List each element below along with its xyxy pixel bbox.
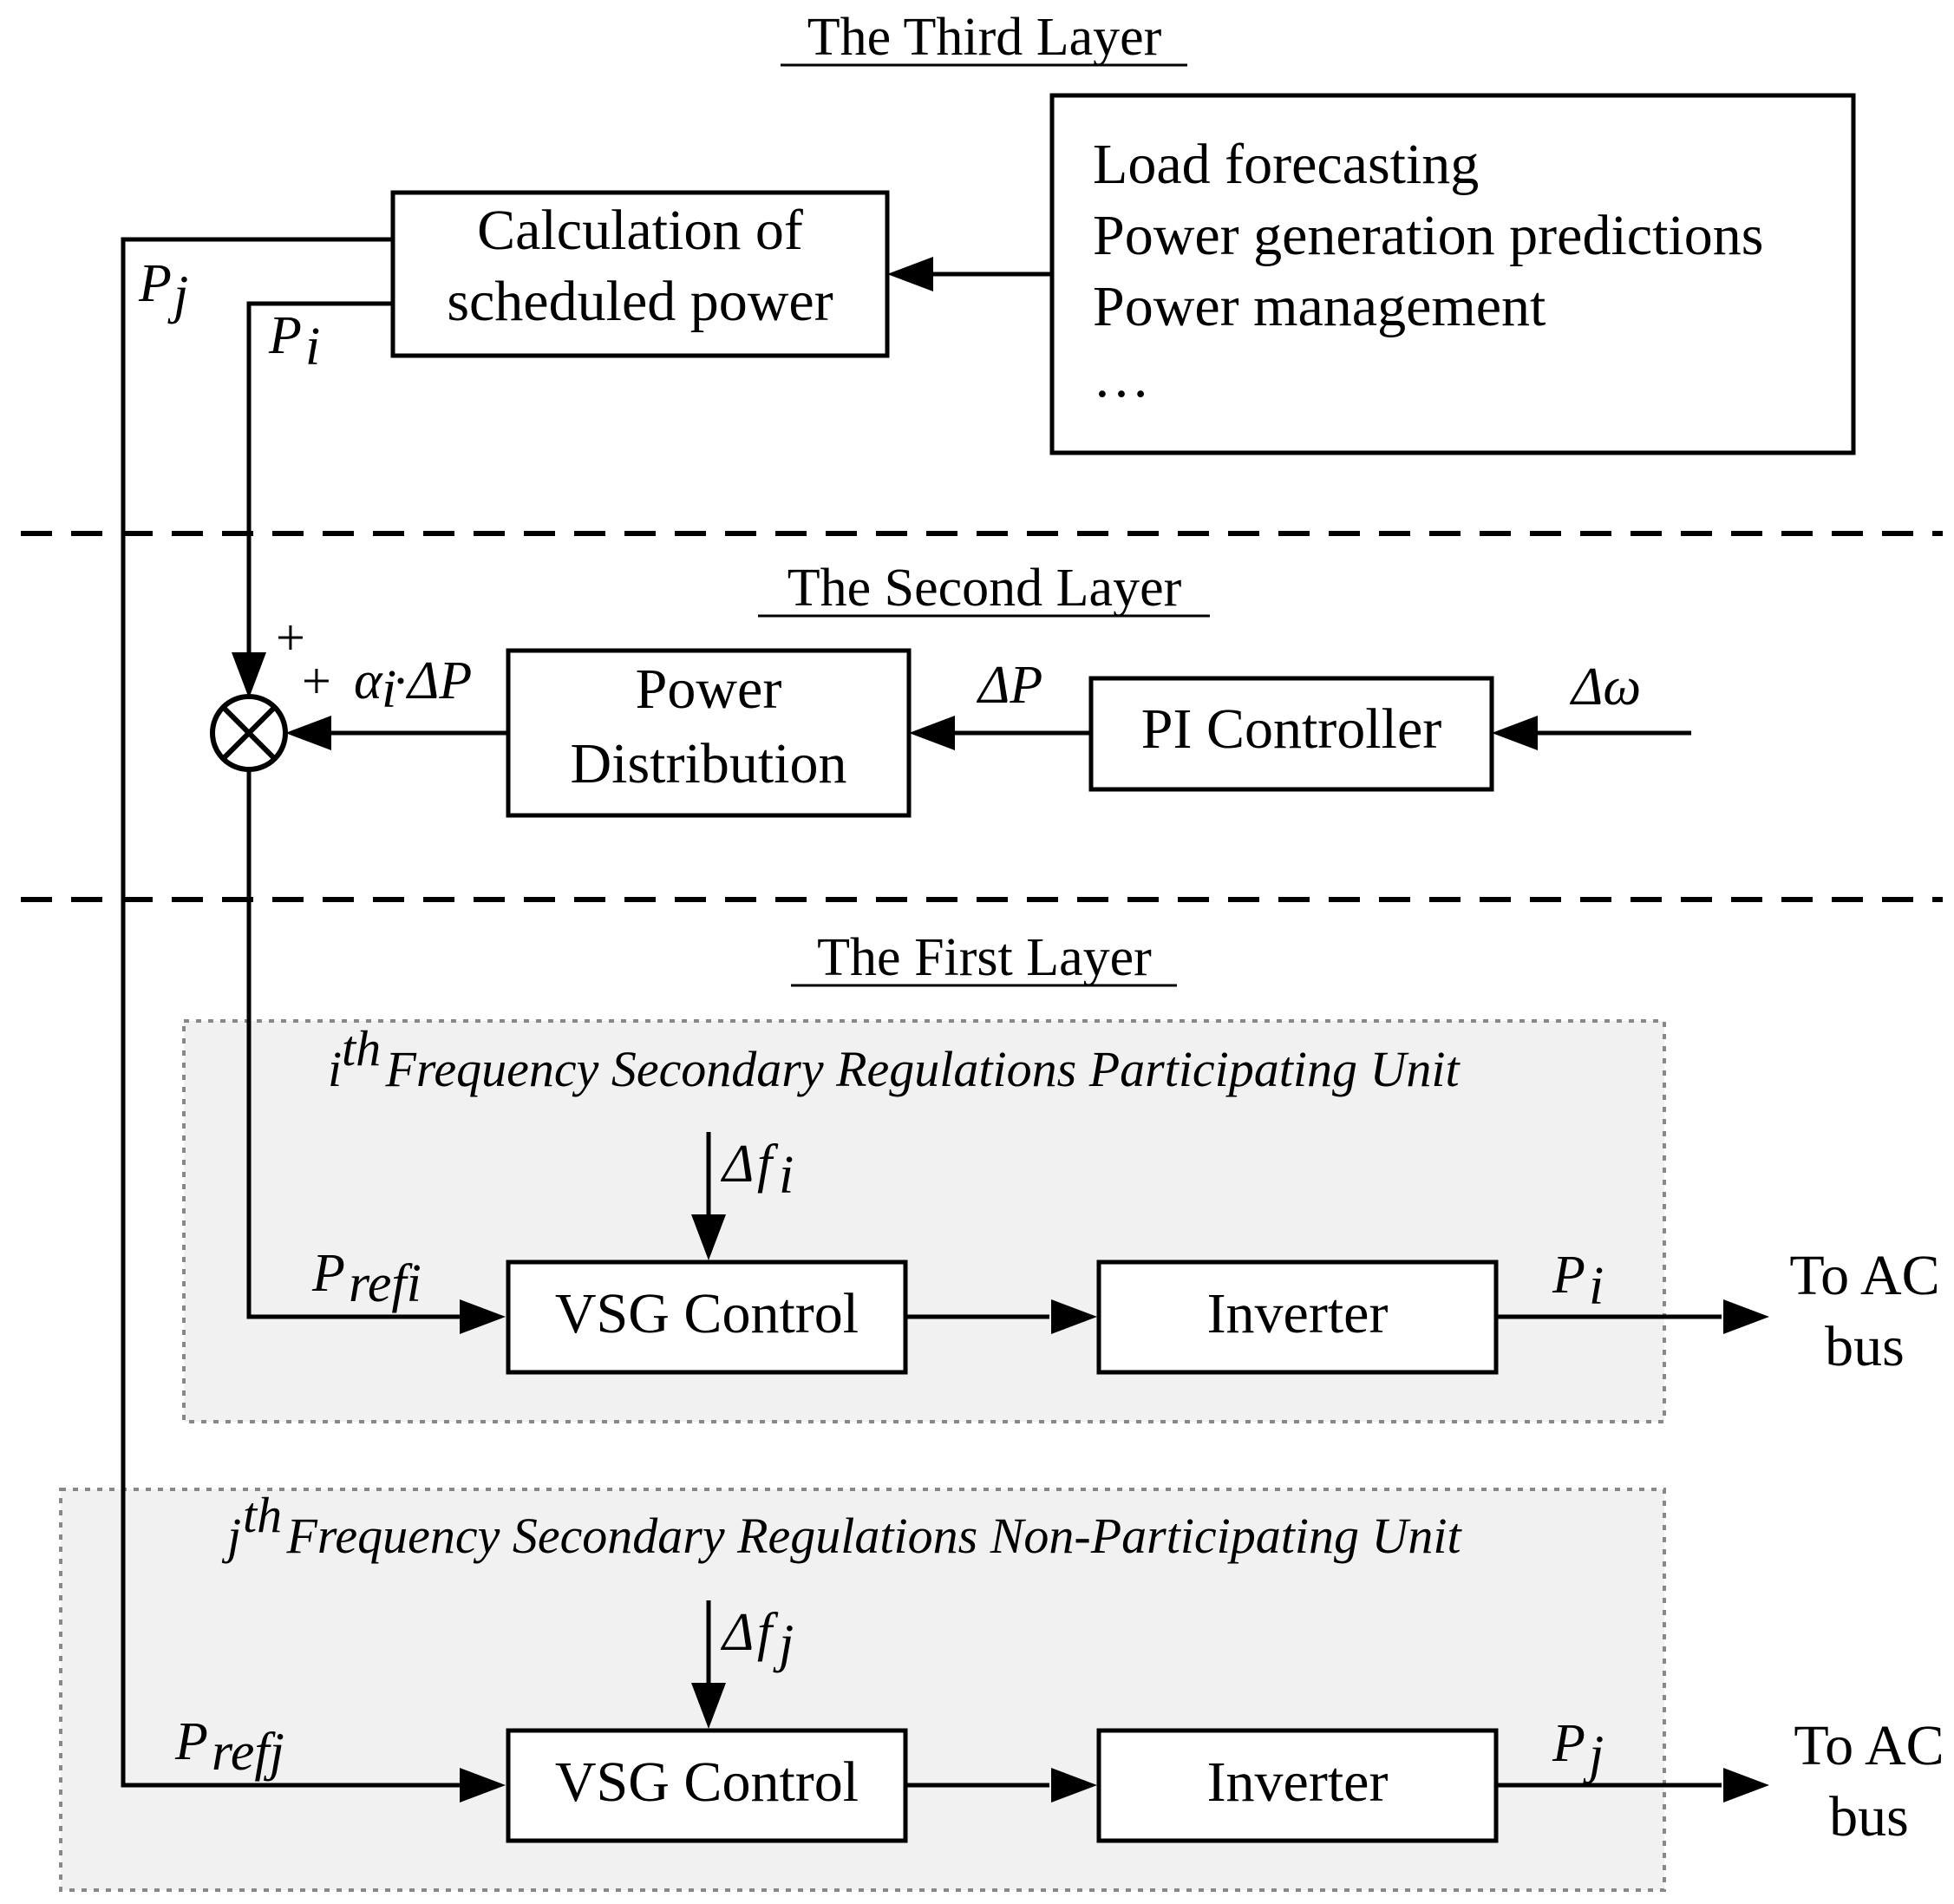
delta-f-i-label: Δ f i bbox=[720, 1135, 794, 1205]
svg-text:bus: bus bbox=[1825, 1315, 1905, 1378]
inverter-block-i: Inverter bbox=[1096, 1260, 1499, 1375]
pref-i-label: P refi bbox=[311, 1244, 422, 1313]
svg-text:P: P bbox=[268, 306, 302, 365]
pref-i-wire bbox=[246, 769, 460, 1319]
svg-text:Frequency Secondary Regulation: Frequency Secondary Regulations Particip… bbox=[373, 1041, 1461, 1097]
svg-text:i: i bbox=[779, 1146, 794, 1205]
arrow-to-pi-controller bbox=[1492, 716, 1538, 750]
svg-text:The Second Layer: The Second Layer bbox=[787, 559, 1182, 618]
arrow-to-ac-bus-j bbox=[1723, 1768, 1769, 1803]
arrow-to-ac-bus-i bbox=[1723, 1299, 1769, 1334]
svg-text:To AC: To AC bbox=[1794, 1714, 1944, 1777]
svg-text:P: P bbox=[311, 1244, 345, 1303]
ellipsis-label: … bbox=[1093, 346, 1150, 409]
pi-output-label: P i bbox=[1552, 1246, 1604, 1316]
alpha-delta-p-label: + α i · ΔP bbox=[302, 651, 472, 719]
svg-text:Frequency Secondary Regulation: Frequency Secondary Regulations Non-Part… bbox=[274, 1508, 1463, 1564]
svg-text:α: α bbox=[354, 651, 383, 710]
arrow-alpha-delta-p bbox=[285, 716, 331, 750]
third-layer-title: The Third Layer bbox=[781, 8, 1187, 67]
svg-text:The Third Layer: The Third Layer bbox=[807, 8, 1162, 67]
svg-text:VSG Control: VSG Control bbox=[555, 1282, 859, 1345]
svg-text:refj: refj bbox=[212, 1723, 284, 1782]
svg-text:Δ: Δ bbox=[720, 1603, 754, 1662]
arrow-to-calculation bbox=[887, 257, 933, 291]
svg-text:th: th bbox=[243, 1487, 282, 1543]
svg-text:ΔP: ΔP bbox=[405, 651, 472, 710]
svg-text:Inverter: Inverter bbox=[1207, 1282, 1389, 1345]
pi-scheduled-wire bbox=[246, 301, 393, 659]
svg-text:th: th bbox=[342, 1020, 381, 1076]
svg-text:To AC: To AC bbox=[1789, 1244, 1939, 1307]
arrow-delta-f-i bbox=[691, 1214, 726, 1260]
arrow-to-inverter-j bbox=[1051, 1768, 1097, 1803]
arrow-delta-f-j bbox=[691, 1683, 726, 1729]
second-layer-title: The Second Layer bbox=[758, 559, 1210, 618]
participating-unit-title: i th Frequency Secondary Regulations Par… bbox=[328, 1020, 1461, 1097]
inverter-block-j: Inverter bbox=[1096, 1728, 1499, 1843]
pi-upper-label: P i bbox=[268, 306, 320, 376]
svg-text:P: P bbox=[138, 254, 172, 313]
svg-text:i: i bbox=[382, 660, 396, 719]
svg-text:i: i bbox=[328, 1041, 342, 1097]
svg-text:P: P bbox=[1552, 1714, 1585, 1773]
summing-junction bbox=[210, 694, 288, 772]
svg-text:Power: Power bbox=[636, 658, 782, 721]
svg-text:PI Controller: PI Controller bbox=[1141, 697, 1441, 761]
svg-text:i: i bbox=[1589, 1257, 1604, 1316]
pi-controller-block: PI Controller bbox=[1088, 676, 1494, 792]
svg-text:bus: bus bbox=[1829, 1785, 1909, 1848]
delta-omega-label: Δω bbox=[1569, 658, 1641, 716]
pj-reference-wire bbox=[121, 237, 460, 1788]
svg-text:P: P bbox=[1552, 1246, 1585, 1305]
power-generation-predictions-label: Power generation predictions bbox=[1093, 204, 1763, 267]
arrow-to-summing-junction bbox=[232, 652, 266, 698]
arrow-to-inverter-i bbox=[1051, 1299, 1097, 1334]
arrow-to-power-distribution bbox=[909, 716, 955, 750]
to-ac-bus-label-i: To AC bus bbox=[1789, 1244, 1939, 1378]
first-layer-title: The First Layer bbox=[791, 928, 1177, 987]
plus-sign-top: + bbox=[276, 609, 305, 666]
svg-text:VSG Control: VSG Control bbox=[555, 1750, 859, 1814]
load-forecasting-label: Load forecasting bbox=[1093, 133, 1479, 196]
vsg-control-block-j: VSG Control bbox=[506, 1728, 908, 1843]
svg-text:refi: refi bbox=[349, 1254, 422, 1313]
svg-text:Inverter: Inverter bbox=[1207, 1750, 1389, 1814]
svg-text:Δ: Δ bbox=[720, 1135, 754, 1194]
pref-j-label: P refj bbox=[174, 1712, 284, 1782]
svg-text:·: · bbox=[392, 652, 409, 710]
svg-text:P: P bbox=[174, 1712, 208, 1771]
power-distribution-block: Power Distribution bbox=[506, 648, 912, 818]
to-ac-bus-label-j: To AC bus bbox=[1794, 1714, 1944, 1848]
svg-text:Distribution: Distribution bbox=[570, 732, 846, 795]
arrow-to-vsg-i bbox=[460, 1299, 506, 1334]
non-participating-unit-title: j th Frequency Secondary Regulations Non… bbox=[221, 1487, 1463, 1564]
svg-text:+: + bbox=[302, 652, 331, 710]
svg-text:i: i bbox=[305, 317, 320, 376]
pj-upper-label: P j bbox=[138, 254, 188, 324]
scheduled-power-calculation-block: Calculation of scheduled power bbox=[390, 190, 890, 358]
forecasting-info-block: Load forecasting Power generation predic… bbox=[1049, 93, 1856, 455]
delta-p-label: ΔP bbox=[976, 656, 1042, 715]
svg-text:Calculation of: Calculation of bbox=[477, 199, 803, 262]
svg-text:scheduled power: scheduled power bbox=[447, 270, 833, 333]
arrow-to-vsg-j bbox=[460, 1768, 506, 1803]
vsg-control-block-i: VSG Control bbox=[506, 1260, 908, 1375]
svg-text:The First Layer: The First Layer bbox=[817, 928, 1152, 987]
power-management-label: Power management bbox=[1093, 275, 1546, 338]
